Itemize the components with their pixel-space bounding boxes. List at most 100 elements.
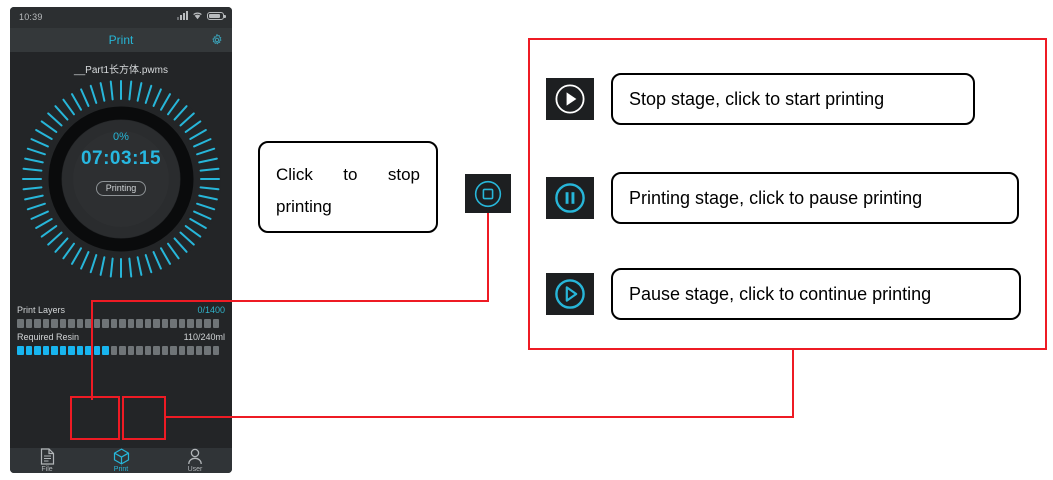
highlight-pause-button-top: [122, 396, 166, 398]
progress-segment: [119, 346, 126, 355]
progress-segment: [93, 346, 100, 355]
stop-circle-icon: [474, 180, 502, 207]
highlight-stop-button-bottom: [70, 438, 120, 440]
progress-segment: [127, 319, 134, 328]
bottom-tab-bar: File Print User: [10, 448, 232, 473]
progress-segment: [136, 319, 143, 328]
progress-segment: [161, 346, 168, 355]
connector-line-stop-vertical: [91, 300, 93, 400]
progress-segment: [34, 346, 41, 355]
pause-circle-icon: [555, 183, 585, 213]
progress-segment: [85, 346, 92, 355]
status-bar-icons: [177, 11, 226, 20]
progress-segment: [136, 346, 143, 355]
required-resin-progressbar: [17, 346, 225, 355]
required-resin-value: 110/240ml: [183, 332, 225, 342]
tab-file-label: File: [41, 466, 53, 473]
battery-icon: [207, 11, 226, 20]
progress-segment: [102, 346, 109, 355]
progress-segment: [161, 319, 168, 328]
progress-segment: [34, 319, 41, 328]
legend-text-1: Stop stage, click to start printing: [611, 73, 975, 125]
progress-segment: [17, 346, 24, 355]
stop-icon-chip: [465, 174, 511, 213]
progress-segment: [127, 346, 134, 355]
progress-segment: [119, 319, 126, 328]
progress-segment: [212, 319, 219, 328]
progress-segment: [68, 346, 75, 355]
document-icon: [40, 448, 54, 465]
wifi-icon: [193, 12, 202, 20]
progress-segment: [51, 346, 58, 355]
legend-row-pause-stage: Pause stage, click to continue printing: [546, 268, 1021, 320]
progress-segment: [204, 319, 211, 328]
progress-segment: [153, 346, 160, 355]
progress-dial: 0% 07:03:15 Printing: [21, 79, 221, 279]
tab-user-label: User: [187, 466, 203, 473]
legend-text-3: Pause stage, click to continue printing: [611, 268, 1021, 320]
tab-file[interactable]: File: [10, 448, 84, 473]
progress-segment: [102, 319, 109, 328]
highlight-stop-button-right: [118, 396, 120, 440]
print-layers-row: Print Layers 0/1400: [17, 305, 225, 328]
phone-mockup: 10:39 Print __Part1长方体.pwms: [10, 7, 232, 473]
legend-icon-wrap-3: [546, 273, 594, 315]
progress-segment: [93, 319, 100, 328]
play-circle-icon: [555, 279, 585, 309]
progress-segment: [25, 319, 32, 328]
tab-print[interactable]: Print: [84, 448, 158, 473]
title-bar: Print: [10, 28, 232, 52]
progress-segment: [68, 319, 75, 328]
progress-segment: [153, 319, 160, 328]
progress-segment: [195, 346, 202, 355]
connector-line-stop-chip: [487, 212, 489, 302]
progress-segment: [42, 346, 49, 355]
progress-segment: [204, 346, 211, 355]
progress-segment: [76, 319, 83, 328]
connector-line-pause-vertical: [792, 349, 794, 418]
progress-segment: [59, 319, 66, 328]
progress-segment: [110, 346, 117, 355]
highlight-pause-button-left: [122, 396, 124, 440]
print-layers-progressbar: [17, 319, 225, 328]
progress-segment: [187, 319, 194, 328]
highlight-pause-button-right: [164, 396, 166, 440]
progress-segment: [178, 319, 185, 328]
status-bar: 10:39: [10, 7, 232, 28]
progress-segment: [17, 319, 24, 328]
legend-group-outline: [528, 38, 1047, 350]
person-icon: [188, 448, 202, 465]
print-layers-value: 0/1400: [197, 305, 225, 315]
tab-print-label: Print: [113, 466, 129, 473]
status-bar-time: 10:39: [19, 12, 43, 22]
legend-text-2: Printing stage, click to pause printing: [611, 172, 1019, 224]
required-resin-row: Required Resin 110/240ml: [17, 332, 225, 355]
gear-icon[interactable]: [210, 33, 224, 47]
progress-segment: [187, 346, 194, 355]
dial-graphic: [21, 79, 221, 279]
legend-icon-wrap-1: [546, 78, 594, 120]
highlight-stop-button-left: [70, 396, 72, 440]
play-circle-icon: [555, 84, 585, 114]
print-layers-head: Print Layers 0/1400: [17, 305, 225, 317]
legend-icon-wrap-2: [546, 177, 594, 219]
connector-line-stop-horizontal: [91, 300, 489, 302]
file-name-label: __Part1长方体.pwms: [74, 65, 168, 76]
progress-segment: [170, 319, 177, 328]
highlight-pause-button-bottom: [122, 438, 166, 440]
progress-segment: [25, 346, 32, 355]
signal-icon: [177, 11, 188, 20]
cube-icon: [113, 448, 129, 465]
progress-segment: [51, 319, 58, 328]
required-resin-head: Required Resin 110/240ml: [17, 332, 225, 344]
page-title: Print: [108, 33, 134, 47]
progress-segment: [144, 346, 151, 355]
tab-user[interactable]: User: [158, 448, 232, 473]
progress-segment: [59, 346, 66, 355]
progress-segment: [170, 346, 177, 355]
callout-stop-printing: Click to stop printing: [258, 141, 438, 233]
progress-segment: [195, 319, 202, 328]
print-layers-label: Print Layers: [17, 305, 66, 315]
required-resin-label: Required Resin: [17, 332, 80, 342]
